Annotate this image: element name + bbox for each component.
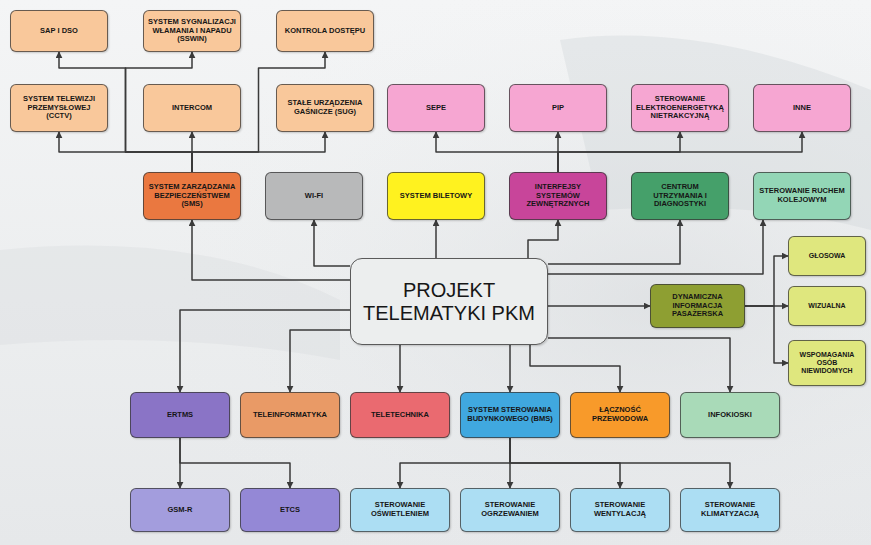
external-interface-box: PIP bbox=[509, 84, 607, 132]
external-interface-box: STEROWANIE ELEKTROENERGETYKĄ NIETRAKCYJN… bbox=[631, 84, 729, 132]
box-label: INNE bbox=[758, 104, 846, 113]
box-label: INTERFEJSY SYSTEMÓW ZEWNĘTRZNYCH bbox=[514, 183, 602, 209]
system-box: WI-FI bbox=[265, 172, 363, 220]
connector-arrow bbox=[509, 345, 511, 392]
system-box: SYSTEM ZARZĄDZANIA BEZPIECZEŃSTWEM (SMS) bbox=[143, 172, 241, 220]
box-label: SYSTEM SYGNALIZACJI WŁAMANIA I NAPADU (S… bbox=[148, 18, 236, 44]
connector-arrow bbox=[558, 132, 802, 172]
box-label: GSM-R bbox=[135, 506, 225, 515]
box-label: SYSTEM ZARZĄDZANIA BEZPIECZEŃSTWEM (SMS) bbox=[148, 183, 236, 209]
box-label: CENTRUM UTRZYMANIA I DIAGNOSTYKI bbox=[636, 183, 724, 209]
box-label: DYNAMICZNA INFORMACJA PASAŻERSKA bbox=[655, 293, 740, 319]
box-label: STEROWANIE RUCHEM KOLEJOWYM bbox=[758, 187, 846, 204]
connector-arrow bbox=[180, 310, 350, 392]
subsystem-box: STEROWANIE KLIMATYZACJĄ bbox=[680, 488, 780, 532]
connector-arrow bbox=[180, 438, 290, 488]
box-label: WIZUALNA bbox=[793, 302, 861, 310]
security-subsystem-box: SAP I DSO bbox=[10, 10, 108, 52]
information-type-box: WSPOMAGANIA OSÓB NIEWIDOMYCH bbox=[788, 340, 866, 386]
box-label: WSPOMAGANIA OSÓB NIEWIDOMYCH bbox=[793, 351, 861, 375]
system-box: CENTRUM UTRZYMANIA I DIAGNOSTYKI bbox=[631, 172, 729, 220]
system-box: INFOKIOSKI bbox=[680, 392, 780, 438]
connector-arrow bbox=[530, 345, 620, 392]
connector-arrow bbox=[745, 256, 788, 306]
rail-silhouette bbox=[0, 246, 340, 360]
subsystem-box: STEROWANIE OGRZEWANIEM bbox=[460, 488, 560, 532]
security-subsystem-box: KONTROLA DOSTĘPU bbox=[276, 10, 374, 52]
central-hub-box: PROJEKT TELEMATYKI PKM bbox=[350, 258, 548, 345]
security-subsystem-box: SYSTEM SYGNALIZACJI WŁAMANIA I NAPADU (S… bbox=[143, 10, 241, 52]
system-box: ŁĄCZNOŚĆ PRZEWODOWA bbox=[570, 392, 670, 438]
box-label: SYSTEM TELEWIZJI PRZEMYSŁOWEJ (CCTV) bbox=[15, 95, 103, 121]
box-label: ŁĄCZNOŚĆ PRZEWODOWA bbox=[575, 406, 665, 423]
box-label: WI-FI bbox=[270, 192, 358, 201]
box-label: STEROWANIE KLIMATYZACJĄ bbox=[685, 501, 775, 518]
box-label: INTERCOM bbox=[148, 104, 236, 113]
system-box: INTERFEJSY SYSTEMÓW ZEWNĘTRZNYCH bbox=[509, 172, 607, 220]
box-label: TELEINFORMATYKA bbox=[245, 411, 335, 420]
box-label: INFOKIOSKI bbox=[685, 411, 775, 420]
box-label: ETCS bbox=[245, 506, 335, 515]
box-label: PIP bbox=[514, 104, 602, 113]
system-box: SYSTEM STEROWANIA BUDYNKOWEGO (BMS) bbox=[460, 392, 560, 438]
hub-title: PROJEKT TELEMATYKI PKM bbox=[355, 279, 543, 325]
connector-arrow bbox=[548, 338, 730, 392]
box-label: GŁOSOWA bbox=[793, 252, 861, 260]
system-box: DYNAMICZNA INFORMACJA PASAŻERSKA bbox=[650, 284, 745, 328]
system-box: STEROWANIE RUCHEM KOLEJOWYM bbox=[753, 172, 851, 220]
security-subsystem-box: STAŁE URZĄDZENIA GAŚNICZE (SUG) bbox=[276, 84, 374, 132]
box-label: STAŁE URZĄDZENIA GAŚNICZE (SUG) bbox=[281, 99, 369, 116]
connector-arrow bbox=[528, 220, 558, 258]
connector-arrow bbox=[510, 438, 730, 488]
box-label: STEROWANIE OŚWIETLENIEM bbox=[355, 501, 445, 518]
box-label: SAP I DSO bbox=[15, 27, 103, 36]
connector-arrow bbox=[192, 220, 350, 280]
subsystem-box: ETCS bbox=[240, 488, 340, 532]
connector-arrow bbox=[59, 132, 192, 172]
box-label: ERTMS bbox=[135, 411, 225, 420]
subsystem-box: STEROWANIE WENTYLACJĄ bbox=[570, 488, 670, 532]
connector-arrow bbox=[435, 220, 437, 258]
connector-arrow bbox=[548, 305, 650, 307]
subsystem-box: GSM-R bbox=[130, 488, 230, 532]
connector-arrow bbox=[290, 330, 350, 392]
external-interface-box: INNE bbox=[753, 84, 851, 132]
subsystem-box: STEROWANIE OŚWIETLENIEM bbox=[350, 488, 450, 532]
connector-arrow bbox=[192, 132, 325, 172]
connector-arrow bbox=[745, 306, 788, 363]
security-subsystem-box: INTERCOM bbox=[143, 84, 241, 132]
box-label: TELETECHNIKA bbox=[355, 411, 445, 420]
connector-arrow bbox=[548, 220, 680, 264]
external-interface-box: SEPE bbox=[387, 84, 485, 132]
system-box: SYSTEM BILETOWY bbox=[387, 172, 485, 220]
connector-arrow bbox=[399, 345, 401, 392]
connector-arrow bbox=[548, 220, 763, 274]
box-label: STEROWANIE ELEKTROENERGETYKĄ NIETRAKCYJN… bbox=[636, 95, 724, 121]
box-label: STEROWANIE OGRZEWANIEM bbox=[465, 501, 555, 518]
box-label: SYSTEM STEROWANIA BUDYNKOWEGO (BMS) bbox=[465, 406, 555, 423]
box-label: KONTROLA DOSTĘPU bbox=[281, 27, 369, 36]
box-label: SEPE bbox=[392, 104, 480, 113]
box-label: SYSTEM BILETOWY bbox=[392, 192, 480, 201]
information-type-box: GŁOSOWA bbox=[788, 236, 866, 276]
connector-arrow bbox=[314, 220, 350, 266]
information-type-box: WIZUALNA bbox=[788, 286, 866, 326]
connector-arrow bbox=[436, 132, 558, 172]
security-subsystem-box: SYSTEM TELEWIZJI PRZEMYSŁOWEJ (CCTV) bbox=[10, 84, 108, 132]
system-box: TELEINFORMATYKA bbox=[240, 392, 340, 438]
system-box: TELETECHNIKA bbox=[350, 392, 450, 438]
system-box: ERTMS bbox=[130, 392, 230, 438]
connector-arrow bbox=[400, 438, 510, 488]
box-label: STEROWANIE WENTYLACJĄ bbox=[575, 501, 665, 518]
